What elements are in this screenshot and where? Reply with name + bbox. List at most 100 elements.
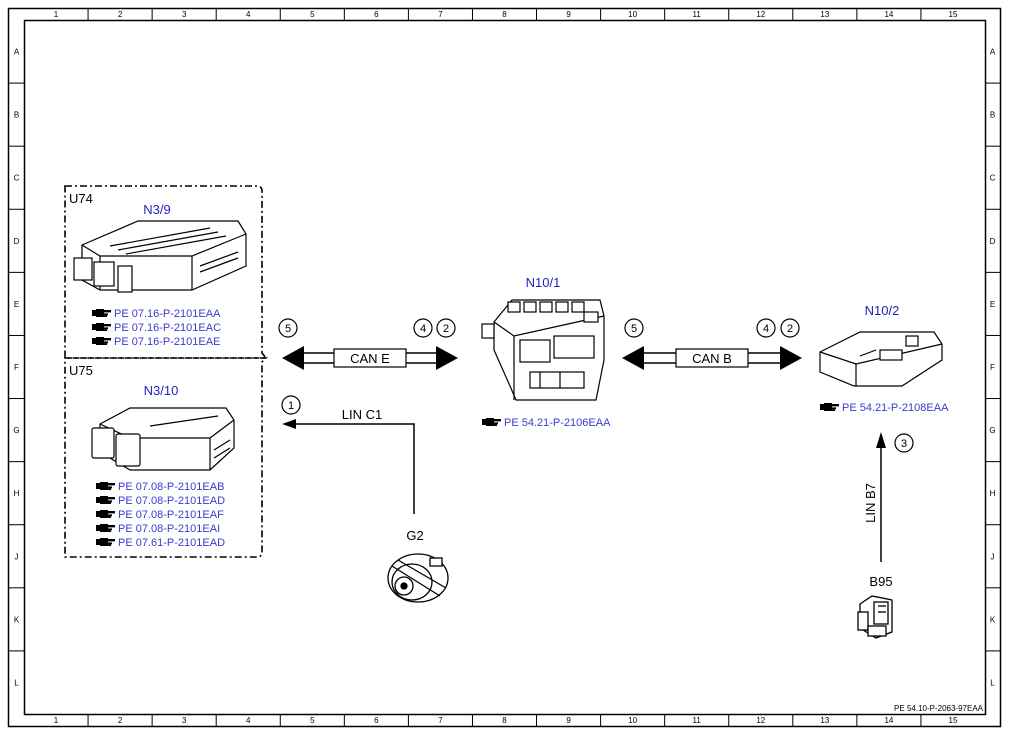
grid-column-label: 13 [820,716,829,725]
n3-10-references: PE 07.08-P-2101EAB PE 07.08-P-2101EAD PE 0… [96,481,225,549]
document-id: PE 54.10-P-2063-97EAA [894,704,984,713]
reference-link[interactable]: PE 54.21-P-2106EAA [504,417,611,429]
grid-column-label: 9 [566,10,571,19]
grid-row-label: D [990,237,996,246]
u75-label: U75 [69,363,93,378]
grid-column-label: 13 [820,10,829,19]
grid-labels: 1122334455667788991010111112121313141415… [13,10,995,725]
pointing-hand-icon [92,337,111,345]
can-e-label: CAN E [350,351,390,366]
grid-column-label: 7 [438,716,443,725]
n10-2-label: N10/2 [865,303,900,318]
u75-group-box [64,357,268,558]
grid-row-label: D [14,237,20,246]
outer-frame [7,7,1002,728]
g2-label: G2 [406,528,423,543]
grid-column-label: 4 [246,716,251,725]
grid-column-label: 14 [884,716,893,725]
pointing-hand-icon [96,482,115,490]
grid-row-label: E [14,300,19,309]
grid-row-label: B [14,111,19,120]
n10-1-label: N10/1 [526,275,561,290]
grid-row-label: C [990,174,996,183]
grid-column-label: 5 [310,10,315,19]
can-b-label: CAN B [692,351,732,366]
n10-2-module-icon [819,331,943,387]
b95-label: B95 [869,574,892,589]
grid-column-label: 11 [693,716,702,725]
grid-column-label: 11 [693,10,702,19]
can-e-bus: CAN E [282,346,458,370]
reference-link[interactable]: PE 07.08-P-2101EAB [118,481,224,493]
reference-link[interactable]: PE 07.08-P-2101EAD [118,495,225,507]
g2-alternator-icon [387,553,449,603]
grid-column-label: 3 [182,716,187,725]
grid-column-label: 2 [118,716,123,725]
grid-column-label: 10 [628,716,637,725]
grid-row-label: J [991,552,995,561]
reference-link[interactable]: PE 54.21-P-2108EAA [842,402,949,414]
can-b-bus: CAN B [622,346,802,370]
grid-column-label: 9 [566,716,571,725]
u74-group-box [64,185,268,359]
pointing-hand-icon [92,309,111,317]
can-e-right-number-2: 2 [443,323,449,335]
grid-column-label: 14 [884,10,893,19]
b95-battery-sensor-icon [857,595,893,639]
reference-link[interactable]: PE 07.16-P-2101EAE [114,336,220,348]
grid-column-label: 6 [374,10,379,19]
pointing-hand-icon [96,496,115,504]
grid-column-label: 12 [756,716,765,725]
can-b-right-number-1: 4 [763,323,769,335]
grid-column-label: 3 [182,10,187,19]
grid-row-label: L [14,678,19,687]
lin-c1-number: 1 [288,400,294,412]
reference-link[interactable]: PE 07.16-P-2101EAA [114,308,221,320]
lin-b7-arrowhead [876,432,886,448]
grid-column-label: 12 [756,10,765,19]
reference-link[interactable]: PE 07.16-P-2101EAC [114,322,221,334]
grid-column-label: 15 [949,716,958,725]
grid-row-label: H [990,489,996,498]
u74-label: U74 [69,191,93,206]
grid-column-label: 2 [118,10,123,19]
grid-column-label: 8 [502,716,507,725]
can-b-right-number-2: 2 [787,323,793,335]
pointing-hand-icon [820,403,839,411]
reference-link[interactable]: PE 07.08-P-2101EAI [118,523,220,535]
grid-row-label: C [14,174,20,183]
can-e-left-arrowhead [282,346,304,370]
pointing-hand-icon [96,538,115,546]
grid-column-label: 1 [54,716,59,725]
grid-row-label: H [14,489,20,498]
lin-b7-number: 3 [901,438,907,450]
grid-row-label: J [15,552,19,561]
lin-c1-label: LIN C1 [342,407,382,422]
can-b-left-arrowhead [622,346,644,370]
can-e-right-number-1: 4 [420,323,426,335]
reference-link[interactable]: PE 07.08-P-2101EAF [118,509,224,521]
lin-c1-arrowhead [282,419,296,429]
grid-row-label: F [14,363,19,372]
n10-2-references: PE 54.21-P-2108EAA [820,402,949,414]
can-e-right-arrowhead [436,346,458,370]
grid-column-label: 10 [628,10,637,19]
n3-9-control-unit-icon [73,220,247,293]
n10-1-references: PE 54.21-P-2106EAA [482,417,611,429]
grid-ticks [9,9,1000,726]
pointing-hand-icon [96,510,115,518]
can-e-left-number: 5 [285,323,291,335]
grid-row-label: A [990,48,996,57]
grid-column-label: 1 [54,10,59,19]
pointing-hand-icon [96,524,115,532]
grid-column-label: 8 [502,10,507,19]
inner-frame [23,19,987,716]
grid-column-label: 15 [949,10,958,19]
grid-row-label: L [990,678,995,687]
n10-1-sam-module-icon [481,299,605,401]
reference-link[interactable]: PE 07.61-P-2101EAD [118,537,225,549]
grid-column-label: 7 [438,10,443,19]
n3-10-control-unit-icon [91,407,235,471]
lin-b7-line: LIN B7 [863,432,886,562]
